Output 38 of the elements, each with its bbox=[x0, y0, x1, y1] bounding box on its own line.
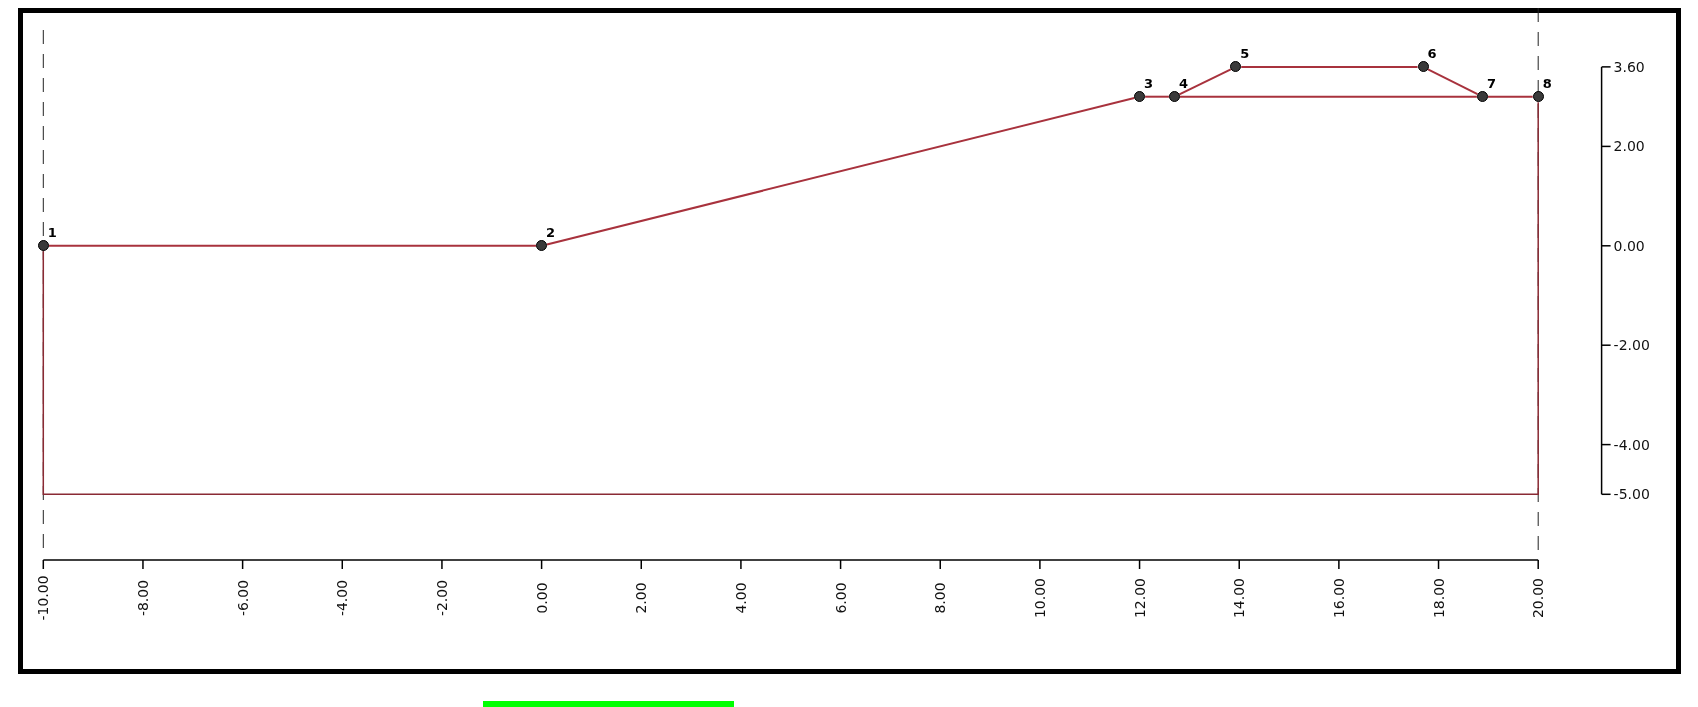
axis-tick-label: 10.00 bbox=[1031, 577, 1048, 619]
axis-tick-label: 8.00 bbox=[932, 582, 949, 614]
axis-tick-label: 2.00 bbox=[1613, 138, 1645, 155]
point-number: 1 bbox=[47, 225, 57, 241]
axis-tick-label: 16.00 bbox=[1330, 577, 1347, 619]
profile-line bbox=[1240, 65, 1419, 68]
profile-line bbox=[1178, 68, 1232, 96]
axis-tick-label: 0.00 bbox=[533, 582, 550, 614]
point-number: 4 bbox=[1178, 76, 1188, 92]
profile-line bbox=[47, 244, 538, 247]
axis-tick-label: 4.00 bbox=[732, 582, 749, 614]
axis-tick-label: -2.00 bbox=[433, 579, 450, 617]
point-number: 5 bbox=[1240, 46, 1250, 62]
axis-tick-label: -2.00 bbox=[1613, 337, 1650, 354]
axis-tick-label: -10.00 bbox=[35, 575, 52, 621]
point-number: 2 bbox=[546, 225, 556, 241]
axis-tick-label: -6.00 bbox=[234, 579, 251, 617]
profile-line bbox=[1486, 95, 1534, 98]
point-number: 3 bbox=[1144, 76, 1154, 92]
axis-tick-label: 6.00 bbox=[832, 582, 849, 614]
axis-tick-label: 3.60 bbox=[1613, 58, 1645, 75]
axis-tick-label: 20.00 bbox=[1530, 577, 1547, 619]
axis-tick-label: 2.00 bbox=[633, 582, 650, 614]
axis-tick-label: -4.00 bbox=[1613, 436, 1650, 453]
point-number: 7 bbox=[1486, 76, 1496, 92]
axis-tick-label: 18.00 bbox=[1430, 577, 1447, 619]
point-number: 8 bbox=[1542, 76, 1552, 92]
profile-line bbox=[1178, 95, 1478, 98]
axis-tick-label: -5.00 bbox=[1613, 486, 1650, 503]
axis-tick-label: 0.00 bbox=[1613, 237, 1645, 254]
profile-line bbox=[545, 97, 1136, 246]
axis-tick-label: -8.00 bbox=[134, 579, 151, 617]
point-number: 6 bbox=[1427, 46, 1437, 62]
profile-line bbox=[1427, 68, 1479, 96]
profile-line bbox=[1144, 95, 1170, 98]
axis-tick-label: -4.00 bbox=[334, 579, 351, 617]
axis-tick-label: 12.00 bbox=[1131, 577, 1148, 619]
axis-tick-label: 14.00 bbox=[1231, 577, 1248, 619]
